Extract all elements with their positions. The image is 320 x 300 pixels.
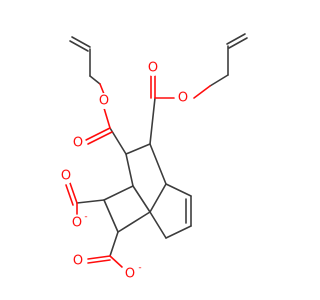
carboxylate-left-carbonyl-oxygen: O bbox=[61, 169, 71, 184]
atom-labels: O O O O O O - O O - bbox=[58, 60, 191, 282]
ester-left-carbonyl-a bbox=[85, 127, 111, 141]
ring-bond-3 bbox=[149, 143, 167, 185]
carboxylate-bottom-anionic-oxygen: O bbox=[125, 267, 135, 282]
allyl-right-double-bond-b bbox=[228, 37, 248, 49]
carboxylate-left-carbonyl-a bbox=[69, 182, 78, 204]
ring-bond-1 bbox=[125, 143, 151, 155]
carboxylate-bottom-carbonyl-b bbox=[87, 259, 111, 264]
ring-bond-9 bbox=[117, 211, 151, 233]
ring-bond-8 bbox=[149, 211, 167, 239]
ring-bond-4 bbox=[103, 185, 134, 201]
carboxylate-bottom-carbonyl-a bbox=[87, 255, 111, 260]
ring-bond-5 bbox=[132, 185, 151, 213]
carboxylate-left-anionic-oxygen: O bbox=[72, 216, 82, 231]
carboxylate-bottom-carbonyl-oxygen: O bbox=[73, 254, 83, 269]
bridge-bond bbox=[149, 183, 167, 213]
oxygen-bonds bbox=[65, 75, 211, 268]
carbon-skeleton bbox=[69, 33, 248, 257]
ester-right-o-ch2-bond bbox=[193, 85, 211, 99]
ring-bond-2 bbox=[125, 153, 134, 187]
allyl-left-double-bond-a bbox=[71, 36, 91, 48]
ester-left-carbonyl-oxygen: O bbox=[73, 136, 83, 151]
ester-right-c-ring-bond bbox=[149, 97, 156, 145]
allyl-right-ch2-bond bbox=[209, 74, 229, 87]
carboxylate-bottom-c-bond bbox=[109, 231, 119, 257]
ester-right-ether-oxygen: O bbox=[178, 91, 188, 106]
ester-left-carbonyl-b bbox=[87, 131, 113, 145]
ring-bond-10 bbox=[103, 199, 119, 233]
carboxylate-left-carbonyl-b bbox=[65, 184, 74, 206]
ester-left-o-bond bbox=[99, 83, 105, 95]
carboxylate-bottom-charge: - bbox=[138, 263, 141, 273]
carboxylate-left-c-bond bbox=[76, 199, 105, 204]
carboxylate-left-charge: - bbox=[84, 212, 87, 222]
ester-right-carbonyl-oxygen: O bbox=[148, 61, 158, 76]
allyl-left-ch2-bond bbox=[89, 75, 101, 85]
ring-bond-7 bbox=[165, 225, 192, 239]
carboxylate-bottom-o-bond bbox=[109, 255, 123, 268]
ring-bond-6 bbox=[165, 183, 192, 197]
allyl-left-double-bond-b bbox=[69, 40, 89, 52]
molecule-structure-diagram: O O O O O O - O O - bbox=[58, 33, 248, 282]
ester-left-ether-oxygen: O bbox=[99, 94, 109, 109]
allyl-right-double-bond-a bbox=[226, 33, 246, 45]
ester-left-o-c-bond bbox=[103, 107, 111, 129]
